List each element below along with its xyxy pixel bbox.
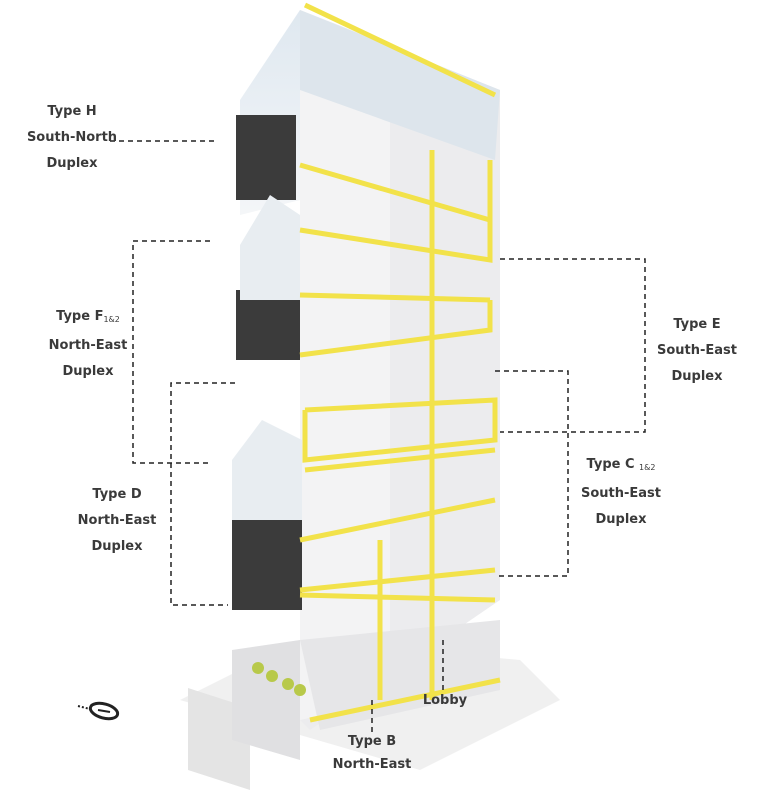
label-title: Type E	[673, 317, 721, 332]
label-title: Type F	[56, 309, 104, 324]
leader-type-c	[495, 370, 569, 577]
label-orientation: South-East	[656, 343, 738, 358]
label-title: Lobby	[422, 693, 468, 708]
label-title: Type C	[586, 457, 635, 472]
label-title: Type D	[92, 487, 142, 502]
label-subscript: 1&2	[103, 315, 120, 324]
leader-type-d	[170, 382, 235, 606]
label-kind: Duplex	[62, 364, 114, 379]
label-kind: Duplex	[671, 369, 723, 384]
dark-cladding	[236, 115, 296, 200]
label-orientation: South-North	[26, 130, 118, 145]
leader-type-e	[500, 258, 646, 433]
label-kind: Duplex	[91, 539, 143, 554]
label-type-h: Type H South-North Duplex	[27, 99, 117, 177]
leader-lines	[110, 140, 646, 733]
floor-slab-edges	[299, 2, 501, 723]
label-orientation: South-East	[580, 486, 662, 501]
label-kind: Duplex	[595, 512, 647, 527]
label-kind: Duplex	[46, 156, 98, 171]
label-title: Type H	[47, 104, 97, 119]
label-type-d: Type D North-East Duplex	[78, 482, 157, 560]
planters	[252, 662, 306, 696]
label-orientation: North-East	[77, 513, 157, 528]
label-title: Type B	[347, 734, 397, 749]
label-type-f: Type F1&2 North-East Duplex	[49, 304, 128, 385]
label-subscript: 1&2	[639, 463, 656, 472]
label-type-e: Type E South-East Duplex	[657, 312, 737, 390]
label-type-c: Type C 1&2 South-East Duplex	[581, 452, 661, 533]
north-arrow-icon	[77, 701, 120, 721]
label-lobby: Lobby	[423, 688, 467, 714]
label-orientation: North-East	[48, 338, 128, 353]
label-type-b: Type B North-East	[333, 730, 412, 776]
label-orientation: North-East	[332, 757, 412, 772]
